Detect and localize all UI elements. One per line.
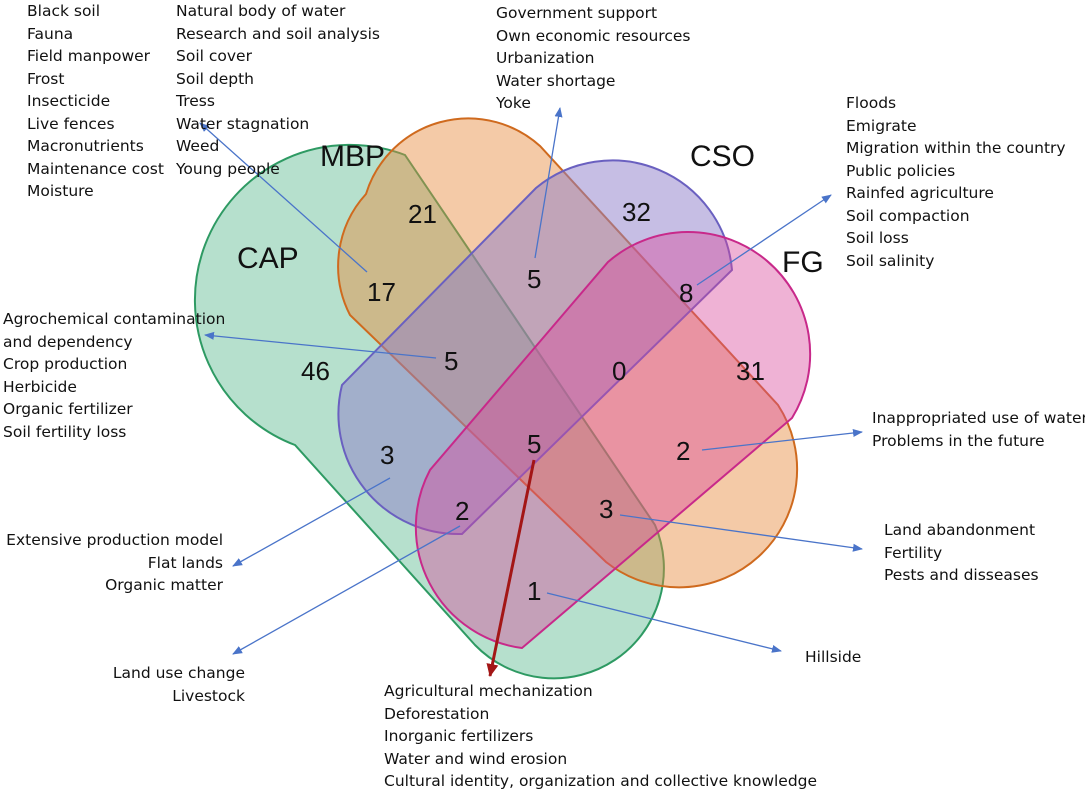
annotation-item: Soil cover bbox=[176, 47, 252, 65]
annotation-item: Field manpower bbox=[27, 47, 151, 65]
arrow-cap-cso-fg bbox=[232, 525, 461, 655]
annotation-item: Pests and disseases bbox=[884, 566, 1039, 584]
count-cso-only: 32 bbox=[622, 197, 651, 227]
annotation-item: Tress bbox=[176, 92, 215, 110]
annotation-item: Deforestation bbox=[384, 704, 490, 723]
set-fg-shape bbox=[414, 231, 812, 650]
annotation-item: Macronutrients bbox=[27, 137, 144, 155]
set-label-mbp: MBP bbox=[320, 140, 385, 173]
annotation-item: Livestock bbox=[172, 686, 245, 705]
annotation-mbp-fg: Inappropriated use of water Problems in … bbox=[872, 407, 1085, 452]
annotation-item: Problems in the future bbox=[872, 431, 1045, 450]
count-fg-only: 31 bbox=[736, 356, 765, 386]
arrow-mbp-fg bbox=[701, 429, 863, 451]
annotation-item: Cultural identity, organization and coll… bbox=[384, 772, 818, 790]
annotation-item: Live fences bbox=[27, 114, 115, 133]
annotation-item: Water shortage bbox=[496, 71, 616, 90]
annotation-item: Fertility bbox=[884, 543, 943, 562]
annotation-item: Extensive production model bbox=[6, 531, 223, 549]
annotation-item: Frost bbox=[27, 69, 65, 88]
annotation-mbp-cso: Government support Own economic resource… bbox=[496, 2, 690, 115]
annotation-item: Agricultural mechanization bbox=[384, 682, 593, 700]
annotation-item: Hillside bbox=[805, 648, 862, 666]
count-cap-fg: 1 bbox=[527, 576, 541, 606]
annotation-item: Soil fertility loss bbox=[3, 422, 127, 441]
count-all-four: 5 bbox=[527, 429, 541, 459]
annotation-item: Organic matter bbox=[105, 576, 223, 594]
count-cap-mbp-cso: 5 bbox=[444, 346, 458, 376]
arrow-all-four bbox=[486, 459, 536, 677]
annotation-all-four: Agricultural mechanization Deforestation… bbox=[384, 680, 817, 792]
annotation-item: Urbanization bbox=[496, 49, 595, 67]
annotation-cap-mbp-fg: Land abandonment Fertility Pests and dis… bbox=[884, 519, 1039, 587]
annotation-item: Young people bbox=[176, 159, 280, 178]
arrow-cso-fg bbox=[696, 194, 832, 286]
annotation-item: and dependency bbox=[3, 332, 133, 351]
arrow-mbp-cso bbox=[534, 107, 563, 259]
annotation-item: Soil depth bbox=[176, 69, 254, 88]
annotation-item: Weed bbox=[176, 137, 220, 155]
annotation-item: Moisture bbox=[27, 182, 94, 200]
count-mbp-only: 21 bbox=[408, 199, 437, 229]
annotation-item: Government support bbox=[496, 4, 658, 22]
annotation-cap-mbp-left: Black soil Fauna Field manpower Frost In… bbox=[27, 0, 164, 203]
annotation-item: Soil loss bbox=[846, 229, 909, 247]
set-label-cap: CAP bbox=[237, 242, 299, 275]
arrow-cap-cso bbox=[232, 477, 391, 567]
annotation-item: Flat lands bbox=[147, 553, 223, 572]
annotation-item: Black soil bbox=[27, 2, 101, 20]
count-cap-mbp: 17 bbox=[367, 277, 396, 307]
set-label-fg: FG bbox=[782, 246, 824, 279]
annotation-item: Soil salinity bbox=[846, 251, 935, 270]
annotation-item: Agrochemical contamination bbox=[3, 310, 226, 328]
annotation-item: Herbicide bbox=[3, 377, 77, 396]
annotation-cap-cso-fg: Land use change Livestock bbox=[113, 662, 245, 707]
annotation-item: Inorganic fertilizers bbox=[384, 727, 534, 745]
count-mbp-cso-fg: 0 bbox=[612, 356, 626, 386]
annotation-item: Natural body of water bbox=[176, 2, 346, 20]
annotation-item: Research and soil analysis bbox=[176, 24, 380, 43]
annotation-item: Water and wind erosion bbox=[384, 749, 568, 768]
arrow-cap-mbp-cso bbox=[204, 331, 437, 359]
annotation-item: Crop production bbox=[3, 355, 128, 373]
count-mbp-fg: 2 bbox=[676, 436, 690, 466]
annotation-item: Land abandonment bbox=[884, 521, 1036, 539]
set-label-cso: CSO bbox=[690, 140, 755, 173]
count-cso-fg: 8 bbox=[679, 278, 693, 308]
annotation-item: Land use change bbox=[112, 664, 245, 682]
annotation-item: Yoke bbox=[496, 94, 531, 112]
count-mbp-cso: 5 bbox=[527, 264, 541, 294]
annotation-cso-fg: Floods Emigrate Migration within the cou… bbox=[846, 92, 1066, 272]
annotation-item: Own economic resources bbox=[496, 26, 691, 45]
annotation-item: Migration within the country bbox=[846, 139, 1066, 157]
arrow-cap-mbp bbox=[199, 122, 368, 273]
annotation-cap-mbp-cso: Agrochemical contamination and dependenc… bbox=[3, 308, 225, 443]
annotation-cap-mbp-right: Natural body of water Research and soil … bbox=[176, 0, 380, 180]
count-cap-only: 46 bbox=[301, 356, 330, 386]
annotation-item: Soil compaction bbox=[846, 206, 970, 225]
annotation-item: Organic fertilizer bbox=[3, 400, 133, 418]
annotation-item: Insecticide bbox=[27, 92, 111, 110]
count-cap-mbp-fg: 3 bbox=[599, 494, 613, 524]
arrow-cap-mbp-fg bbox=[619, 514, 863, 552]
arrow-cap-fg bbox=[546, 592, 782, 653]
annotation-item: Rainfed agriculture bbox=[846, 184, 994, 202]
count-cap-cso-fg: 2 bbox=[455, 496, 469, 526]
annotation-item: Water stagnation bbox=[176, 114, 310, 133]
annotation-cap-cso: Extensive production model Flat lands Or… bbox=[6, 529, 223, 597]
annotation-item: Emigrate bbox=[846, 116, 917, 135]
annotation-item: Fauna bbox=[27, 24, 74, 43]
annotation-cap-fg: Hillside bbox=[805, 646, 861, 669]
annotation-item: Floods bbox=[846, 94, 897, 112]
count-cap-cso: 3 bbox=[380, 440, 394, 470]
annotation-item: Maintenance cost bbox=[27, 159, 164, 178]
annotation-item: Public policies bbox=[846, 161, 956, 180]
annotation-item: Inappropriated use of water bbox=[872, 409, 1085, 427]
